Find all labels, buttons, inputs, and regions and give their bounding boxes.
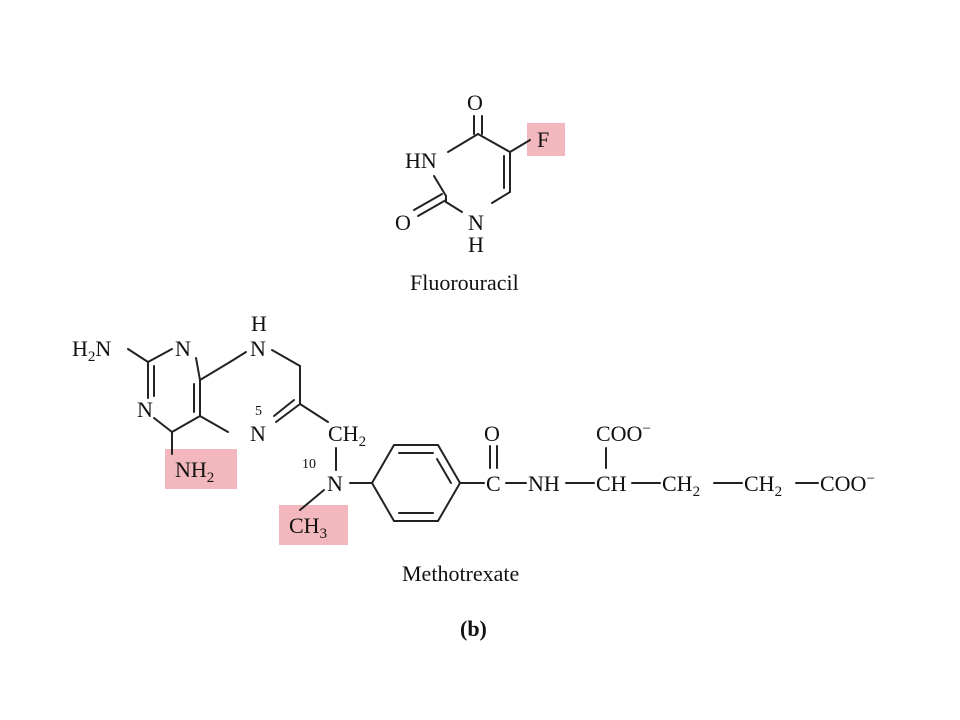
fluorouracil-structure: O F HN O N H [395,90,565,257]
bond [371,444,395,484]
nitrogen-top-label: N [175,336,191,361]
hydrogen-bottom-label: H [468,232,484,257]
bond [417,199,447,217]
methotrexate-structure: H2N N H N N 5 N NH2 CH2 10 N CH3 O C NH … [72,311,875,545]
bond [147,348,173,363]
bond [445,201,463,213]
carbonyl-carbon-label: C [486,471,501,496]
ch2-b-text: CH [744,471,775,496]
ch3-text: CH [289,513,320,538]
hydrogen-top-label: H [251,311,267,336]
carbonyl-oxygen-label: O [484,421,500,446]
ch2-b-label: CH2 [744,471,782,500]
bond [127,348,149,363]
bond [153,417,173,433]
nitrogen-10-label: N [327,471,343,496]
fluorine-label: F [537,127,549,152]
alpha-ch-label: CH [596,471,627,496]
bond [275,403,301,423]
nitrogen-left-label: N [137,397,153,422]
bond [437,444,461,484]
h2n-label: H2N [72,336,111,365]
nh2-highlight [165,449,237,489]
ch2-text: CH [328,421,359,446]
bond [199,361,231,381]
bond [371,482,395,522]
bond [171,415,201,433]
coo-terminal-label: COO− [820,471,875,496]
bond [447,133,479,153]
bond [437,482,461,522]
ch2-a-text: CH [662,471,693,496]
bond [271,349,301,367]
ch2-subscript: 2 [359,434,367,450]
h2n-subscript: 2 [88,349,96,365]
nitrogen-5-label: N [250,421,266,446]
h2n-n: N [95,336,111,361]
nh-top-nitrogen-label: N [250,336,266,361]
fluorouracil-name: Fluorouracil [410,270,519,295]
bond [299,489,325,511]
bond [229,351,247,363]
coo-alpha-text: COO [596,421,642,446]
hn-label: HN [405,148,437,173]
bond [433,175,447,197]
bond [299,403,329,423]
oxygen-top-label: O [467,90,483,115]
ch2-a-label: CH2 [662,471,700,500]
panel-label: (b) [460,616,487,641]
bond [477,133,511,153]
fluorine-highlight [527,123,565,156]
nh2-text: NH [175,457,207,482]
bond [195,357,201,381]
methotrexate-name: Methotrexate [402,561,519,586]
ch2-a-subscript: 2 [693,484,701,500]
bond [509,139,531,153]
h2n-h: H [72,336,88,361]
ch3-subscript: 3 [320,526,328,542]
coo-alpha-label: COO− [596,421,651,446]
bond [413,193,443,211]
bond [436,458,452,484]
coo-alpha-charge: − [642,421,650,437]
ch2-b-subscript: 2 [775,484,783,500]
position-10-label: 10 [302,457,316,472]
coo-terminal-text: COO [820,471,866,496]
ch3-highlight [279,505,348,545]
bond [491,191,511,204]
coo-terminal-charge: − [866,471,874,487]
position-5-label: 5 [255,404,262,419]
amide-nh-label: NH [528,471,560,496]
bond [273,399,295,417]
bond [199,415,229,433]
nitrogen-bottom-label: N [468,210,484,235]
nh2-label: NH2 [175,457,214,486]
ch2-label: CH2 [328,421,366,450]
nh2-subscript: 2 [207,470,215,486]
oxygen-left-label: O [395,210,411,235]
ch3-label: CH3 [289,513,327,542]
